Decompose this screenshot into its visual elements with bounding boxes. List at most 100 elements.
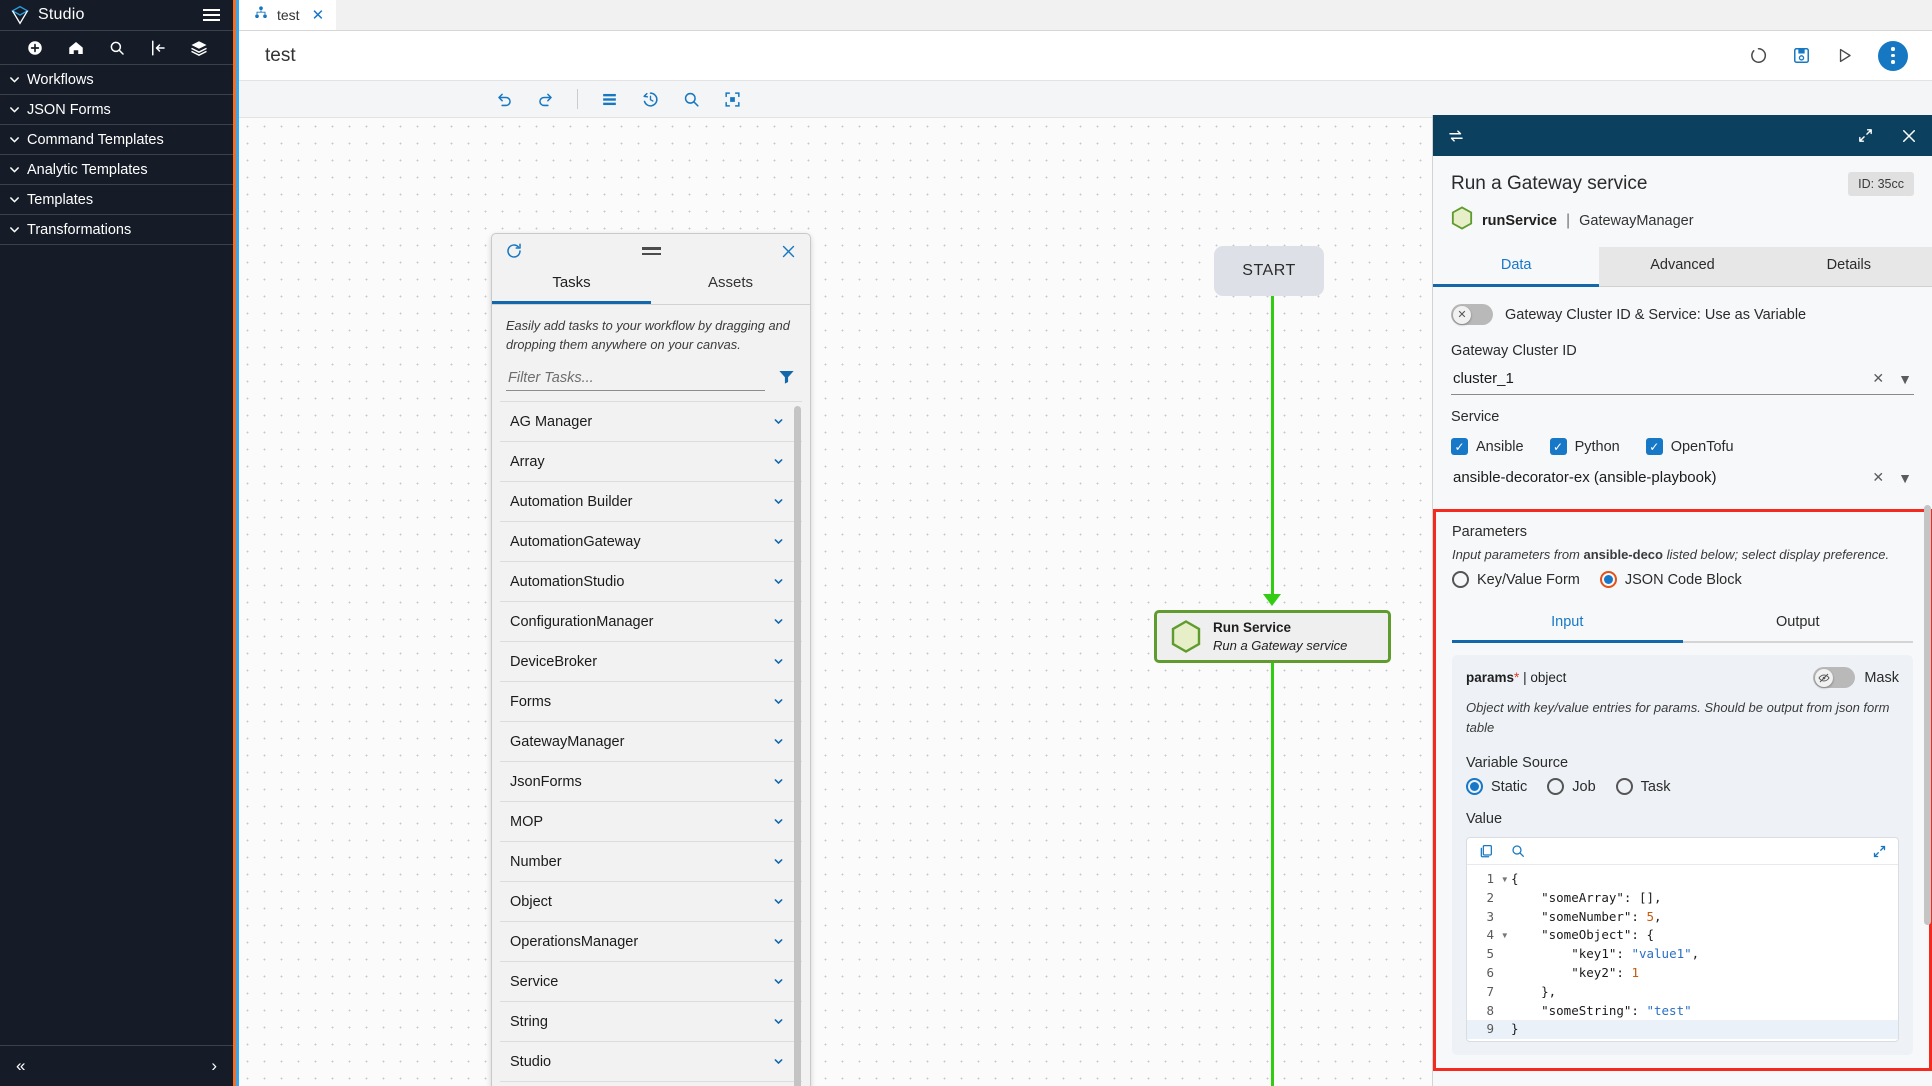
- x-icon: ✕: [1453, 305, 1471, 324]
- task-group-row[interactable]: TemplateBuilder: [500, 1082, 802, 1086]
- workflow-header: test: [239, 31, 1932, 81]
- layers-icon[interactable]: [190, 39, 208, 57]
- search-icon[interactable]: [1510, 843, 1526, 859]
- sidebar-spacer: [0, 245, 233, 1046]
- tab-advanced[interactable]: Advanced: [1599, 247, 1766, 287]
- close-icon[interactable]: [1900, 127, 1918, 145]
- align-list-icon[interactable]: [600, 90, 619, 109]
- sidebar-item-analytic-templates[interactable]: Analytic Templates: [0, 155, 233, 185]
- task-group-row[interactable]: AutomationStudio: [500, 562, 802, 603]
- chevron-down-icon: [774, 779, 783, 785]
- zoom-search-icon[interactable]: [682, 90, 701, 109]
- task-group-label: Array: [510, 453, 545, 470]
- service-select[interactable]: ansible-decorator-ex (ansible-playbook) …: [1451, 465, 1914, 493]
- radio-job[interactable]: Job: [1547, 778, 1596, 795]
- task-group-row[interactable]: Studio: [500, 1042, 802, 1083]
- fold-toggle-icon[interactable]: ▾: [1501, 871, 1509, 886]
- sidebar-item-workflows[interactable]: Workflows: [0, 65, 233, 95]
- fold-toggle-icon[interactable]: ▾: [1501, 927, 1509, 943]
- checkbox-opentofu[interactable]: ✓ OpenTofu: [1645, 438, 1734, 455]
- radio-json-code-block[interactable]: JSON Code Block: [1599, 571, 1742, 588]
- properties-tabs: Data Advanced Details: [1433, 247, 1932, 287]
- tasks-group-list[interactable]: AG Manager Array Automation Builder Auto…: [500, 401, 802, 1086]
- fit-to-screen-icon[interactable]: [723, 90, 742, 109]
- caret-down-icon[interactable]: ▼: [1898, 370, 1912, 387]
- sidebar-item-json-forms[interactable]: JSON Forms: [0, 95, 233, 125]
- checkbox-ansible[interactable]: ✓ Ansible: [1451, 438, 1524, 455]
- radio-static[interactable]: Static: [1466, 778, 1527, 795]
- left-sidebar: Studio Wo: [0, 0, 236, 1086]
- task-group-row[interactable]: AG Manager: [500, 402, 802, 443]
- radio-selected-icon: [1466, 778, 1483, 795]
- tab-data[interactable]: Data: [1433, 247, 1600, 287]
- swap-arrows-icon[interactable]: [1447, 127, 1465, 145]
- expand-diagonal-icon[interactable]: [1857, 127, 1874, 144]
- search-icon[interactable]: [108, 39, 126, 57]
- radio-key-value-form[interactable]: Key/Value Form: [1452, 571, 1580, 588]
- gateway-cluster-select[interactable]: cluster_1 ✕ ▼: [1451, 366, 1914, 395]
- task-group-row[interactable]: DeviceBroker: [500, 642, 802, 683]
- task-group-row[interactable]: AutomationGateway: [500, 522, 802, 563]
- tab-assets[interactable]: Assets: [707, 274, 753, 291]
- sidebar-item-label: Transformations: [27, 221, 132, 238]
- task-group-row[interactable]: OperationsManager: [500, 922, 802, 963]
- tab-details[interactable]: Details: [1765, 247, 1932, 287]
- json-code-editor[interactable]: 1▾{ 2 "someArray": [], 3 "someNumber": 5…: [1466, 837, 1899, 1042]
- checkbox-python[interactable]: ✓ Python: [1549, 438, 1620, 455]
- refresh-spinner-icon[interactable]: [1749, 46, 1768, 65]
- task-group-row[interactable]: Service: [500, 962, 802, 1003]
- task-group-row[interactable]: String: [500, 1002, 802, 1043]
- refresh-icon[interactable]: [505, 242, 523, 260]
- undo-icon[interactable]: [495, 90, 514, 109]
- tasks-list-scrollbar[interactable]: [794, 406, 801, 1086]
- sidebar-item-transformations[interactable]: Transformations: [0, 215, 233, 245]
- task-group-row[interactable]: Forms: [500, 682, 802, 723]
- add-circle-icon[interactable]: [26, 39, 44, 57]
- double-chevron-left-icon[interactable]: «: [16, 1056, 26, 1075]
- redo-icon[interactable]: [536, 90, 555, 109]
- tab-output[interactable]: Output: [1682, 606, 1913, 643]
- task-group-row[interactable]: Automation Builder: [500, 482, 802, 523]
- task-group-row[interactable]: GatewayManager: [500, 722, 802, 763]
- run-play-icon[interactable]: [1835, 46, 1854, 65]
- node-start[interactable]: START: [1214, 246, 1324, 296]
- task-group-row[interactable]: Object: [500, 882, 802, 923]
- history-icon[interactable]: [641, 90, 660, 109]
- line-number: 9: [1486, 1021, 1494, 1037]
- use-as-variable-toggle[interactable]: ✕: [1451, 304, 1493, 325]
- radio-task[interactable]: Task: [1615, 778, 1670, 795]
- tab-input[interactable]: Input: [1452, 606, 1683, 643]
- sidebar-item-templates[interactable]: Templates: [0, 185, 233, 215]
- x-icon[interactable]: ✕: [1872, 469, 1885, 485]
- home-icon[interactable]: [67, 39, 85, 57]
- close-icon[interactable]: ✕: [311, 6, 325, 24]
- check-icon: ✓: [1549, 438, 1567, 455]
- copy-icon[interactable]: [1478, 843, 1494, 859]
- caret-down-icon[interactable]: ▼: [1898, 469, 1912, 486]
- task-group-row[interactable]: MOP: [500, 802, 802, 843]
- node-run-service[interactable]: Run Service Run a Gateway service: [1154, 610, 1391, 663]
- mask-toggle[interactable]: [1813, 667, 1856, 688]
- drag-handle-icon[interactable]: [642, 247, 661, 255]
- save-icon[interactable]: [1792, 46, 1811, 65]
- checkbox-label: Python: [1574, 438, 1620, 455]
- sidebar-item-command-templates[interactable]: Command Templates: [0, 125, 233, 155]
- funnel-filter-icon[interactable]: [777, 367, 796, 391]
- expand-diagonal-icon[interactable]: [1872, 844, 1887, 859]
- task-group-row[interactable]: ConfigurationManager: [500, 602, 802, 643]
- close-icon[interactable]: [780, 243, 797, 260]
- filter-tasks-input[interactable]: [506, 366, 765, 392]
- tab-test[interactable]: test ✕: [239, 0, 337, 30]
- x-icon[interactable]: ✕: [1872, 370, 1885, 386]
- task-group-row[interactable]: JsonForms: [500, 762, 802, 803]
- task-group-row[interactable]: Array: [500, 442, 802, 483]
- hamburger-menu-icon[interactable]: [200, 6, 223, 24]
- properties-panel-scrollbar[interactable]: [1924, 505, 1931, 925]
- editor-code-area[interactable]: 1▾{ 2 "someArray": [], 3 "someNumber": 5…: [1467, 865, 1898, 1040]
- vertical-dots-icon[interactable]: [1878, 40, 1908, 71]
- chevron-right-icon[interactable]: ›: [211, 1056, 217, 1075]
- tab-tasks[interactable]: Tasks: [492, 268, 651, 304]
- collapse-left-icon[interactable]: [149, 39, 167, 57]
- task-group-row[interactable]: Number: [500, 842, 802, 883]
- radio-label: JSON Code Block: [1624, 571, 1742, 588]
